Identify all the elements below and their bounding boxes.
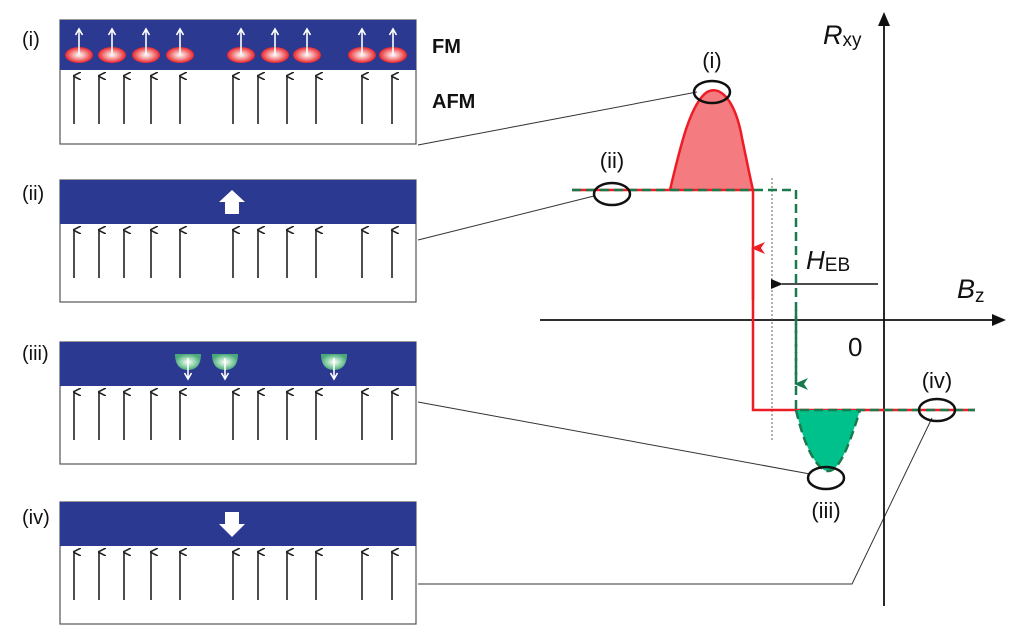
red-nucleation-spot <box>379 47 407 63</box>
panel-iii <box>59 341 417 465</box>
origin-label: 0 <box>848 332 862 362</box>
fm-spin-up-arrow-head <box>74 27 84 36</box>
point-ii-label: (ii) <box>600 148 624 173</box>
fm-spin-down-arrow-head <box>329 372 339 381</box>
x-axis-label: Bz <box>957 274 985 307</box>
red-nucleation-spot <box>65 47 93 63</box>
fm-spin-up-arrow-head <box>175 27 185 36</box>
fm-spin-down-arrow-head <box>220 372 230 381</box>
panel-ii <box>59 179 417 303</box>
exchange-bias-label-sub: EB <box>825 255 850 276</box>
x-axis-label-sub: z <box>975 286 985 307</box>
fm-spin-down-arrow-head <box>183 372 193 381</box>
fm-spin-up-arrow-head <box>236 27 246 36</box>
red-nucleation-spot <box>261 47 289 63</box>
point-i-marker <box>692 79 732 105</box>
panel-i <box>59 19 417 145</box>
connector-lines <box>417 91 933 585</box>
red-peak-outline <box>668 89 755 191</box>
fm-spin-up-arrow-head <box>270 27 280 36</box>
red-branch <box>572 188 975 412</box>
fm-magnetization-up-arrow <box>219 190 245 214</box>
fm-layer-label: FM <box>432 36 461 58</box>
connector-iii <box>417 401 811 475</box>
point-iii-label: (iii) <box>811 498 840 523</box>
fm-spin-up-arrow-head <box>302 27 312 36</box>
red-nucleation-spot <box>227 47 255 63</box>
fm-magnetization-down-arrow <box>219 512 245 537</box>
connector-i <box>417 91 698 146</box>
fm-spin-up-arrow-head <box>357 27 367 36</box>
panel-label-iii: (iii) <box>22 343 49 365</box>
fm-spin-up-arrow-head <box>107 27 117 36</box>
y-axis-label: Rxy <box>823 20 862 51</box>
exchange-bias-label-main: H <box>806 245 825 275</box>
red-peak-fill <box>670 90 753 190</box>
red-nucleation-spot <box>98 47 126 63</box>
fm-layer <box>60 342 416 386</box>
panel-label-i: (i) <box>22 29 40 51</box>
fm-spin-up-arrow-head <box>141 27 151 36</box>
connector-ii <box>417 195 595 241</box>
y-axis-label-sub: xy <box>843 30 863 51</box>
x-axis-label-main: B <box>957 274 975 304</box>
red-nucleation-spot <box>166 47 194 63</box>
y-axis-label-main: R <box>823 20 843 50</box>
afm-layer-label: AFM <box>432 91 475 113</box>
point-i-label: (i) <box>702 48 722 73</box>
point-iv-marker <box>917 397 957 423</box>
panel-label-ii: (ii) <box>22 183 44 205</box>
point-iii-marker <box>806 465 846 491</box>
panel-iv <box>59 501 417 625</box>
red-nucleation-spot <box>132 47 160 63</box>
connector-iv <box>418 417 933 585</box>
point-ii-marker <box>592 181 632 207</box>
fm-spin-up-arrow-head <box>388 27 398 36</box>
red-nucleation-spot <box>293 47 321 63</box>
point-iv-label: (iv) <box>922 368 953 393</box>
panel-label-iv: (iv) <box>22 507 50 529</box>
exchange-bias-label: HEB <box>806 245 850 276</box>
green-branch <box>572 188 975 412</box>
red-nucleation-spot <box>348 47 376 63</box>
